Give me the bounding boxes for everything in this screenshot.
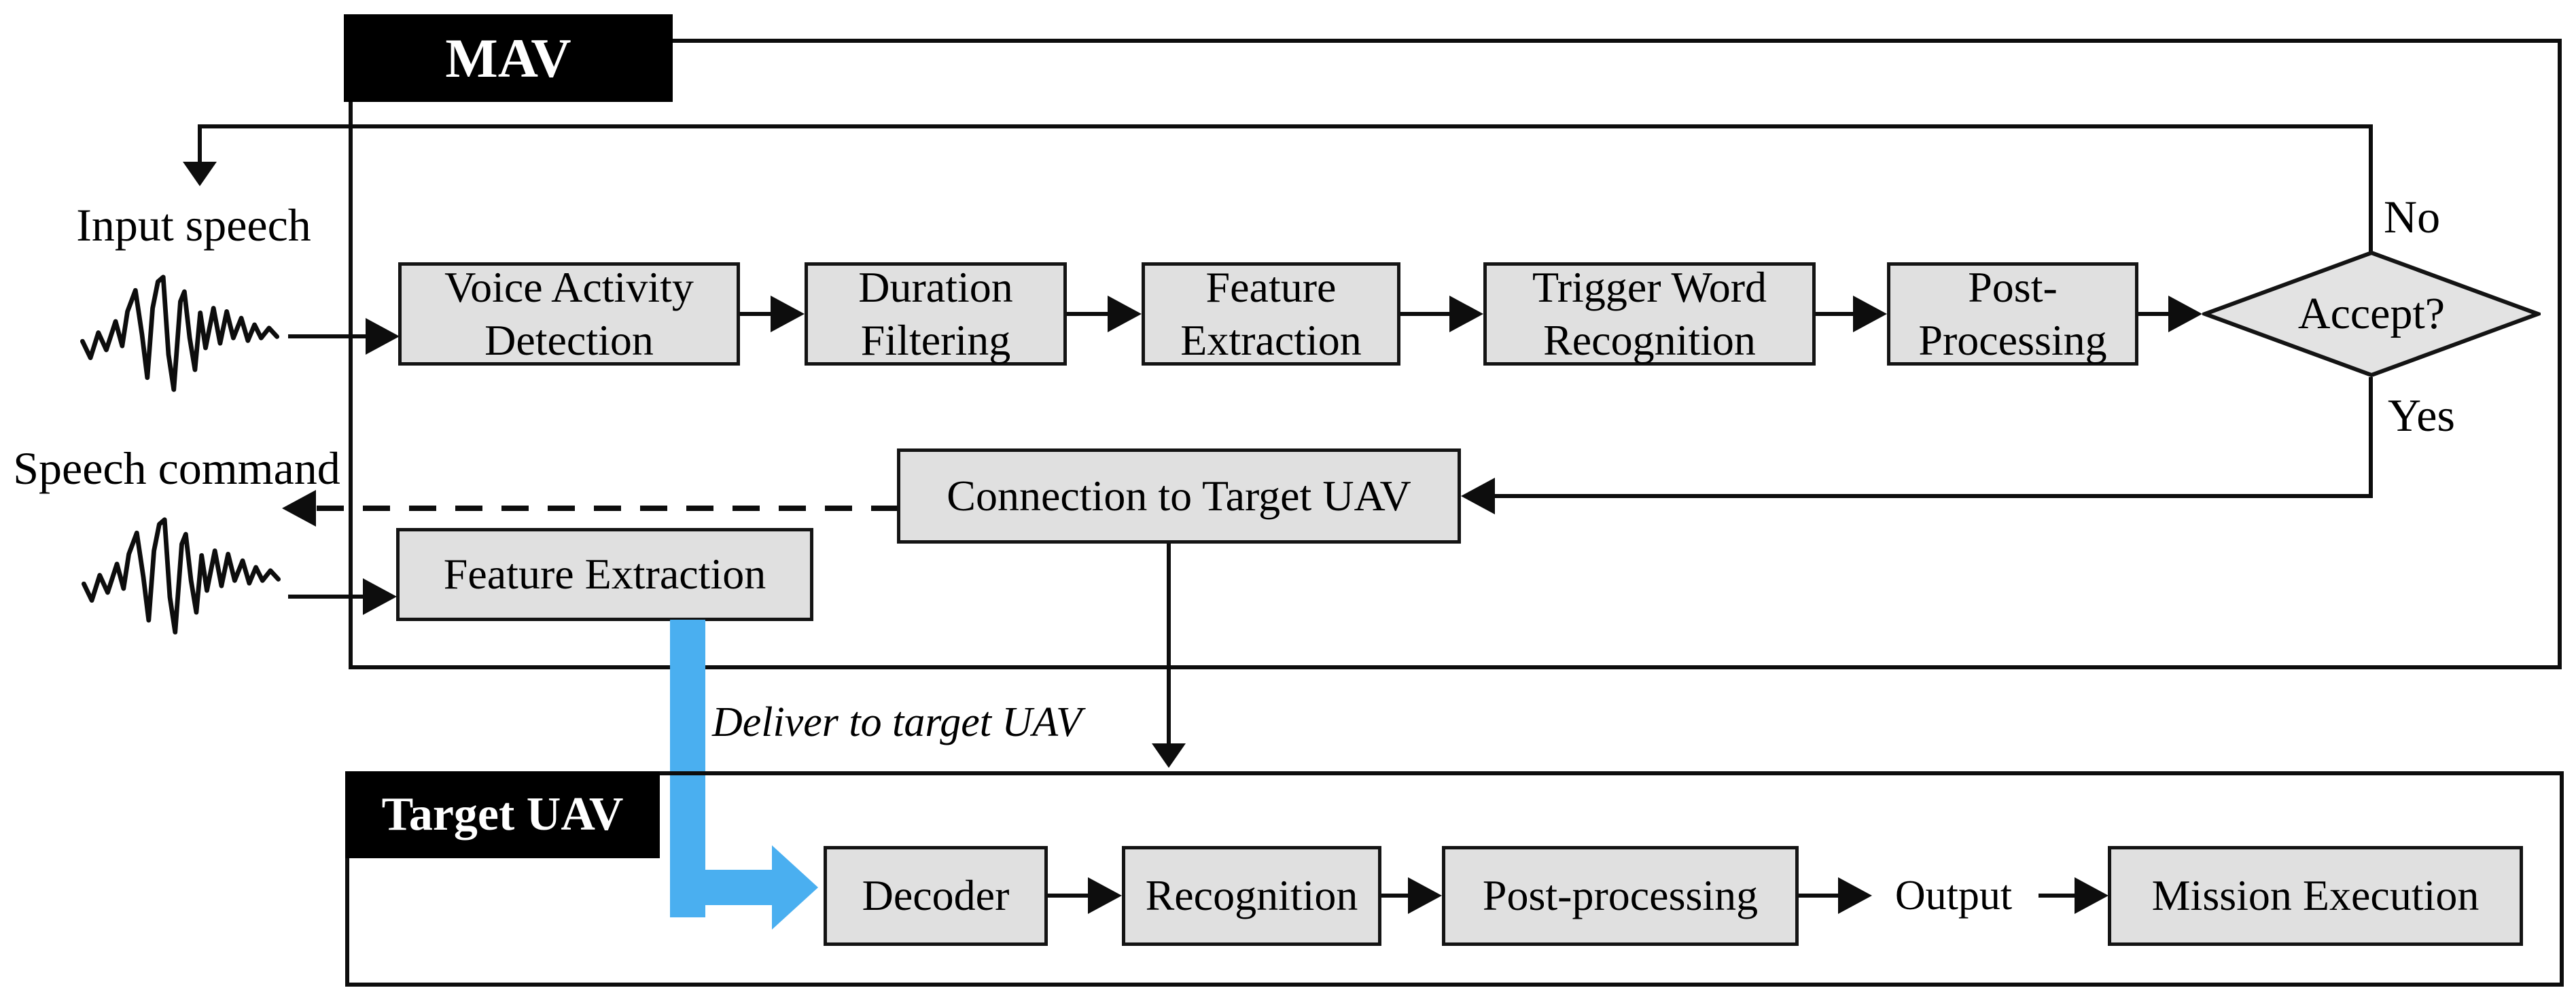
arrowhead-right-icon bbox=[366, 318, 400, 355]
recognition-text: Recognition bbox=[1145, 871, 1358, 920]
deliver-arrowhead-icon bbox=[772, 845, 818, 930]
fe-twr-line bbox=[1400, 312, 1451, 316]
yes-branch-label: Yes bbox=[2388, 390, 2455, 441]
decoder-text: Decoder bbox=[862, 871, 1010, 920]
connection-to-target-uav-text: Connection to Target UAV bbox=[947, 471, 1411, 520]
output-label-text: Output bbox=[1894, 872, 2013, 919]
arrowhead-right-icon bbox=[1088, 877, 1122, 914]
no-branch-text: No bbox=[2384, 191, 2441, 243]
arrowhead-right-icon bbox=[2168, 296, 2202, 332]
arrowhead-right-icon bbox=[1408, 877, 1442, 914]
decoder-box: Decoder bbox=[824, 846, 1048, 946]
duration-filtering-text: Duration Filtering bbox=[858, 262, 1013, 364]
speech-command-dashed-line bbox=[317, 506, 897, 511]
trigger-word-recognition-box: Trigger Word Recognition bbox=[1483, 262, 1816, 366]
no-feedback-drop-line bbox=[198, 124, 202, 162]
deliver-note-label: Deliver to target UAV bbox=[712, 699, 1082, 747]
voice-activity-detection-box: Voice Activity Detection bbox=[398, 262, 740, 366]
trigger-word-recognition-text: Trigger Word Recognition bbox=[1532, 262, 1767, 364]
recognition-box: Recognition bbox=[1122, 846, 1381, 946]
deliver-arrow-vertical bbox=[670, 620, 705, 917]
no-branch-label: No bbox=[2384, 192, 2440, 243]
input-speech-label: Input speech bbox=[51, 200, 336, 251]
arrowhead-down-icon bbox=[1152, 743, 1186, 768]
speech-command-waveform-icon bbox=[82, 517, 281, 635]
post-processing-2-text: Post-processing bbox=[1482, 871, 1759, 920]
deliver-arrow-horizontal bbox=[670, 870, 772, 905]
input-speech-label-text: Input speech bbox=[76, 199, 311, 251]
pp-accept-line bbox=[2138, 312, 2170, 316]
speech-command-label: Speech command bbox=[10, 443, 343, 494]
twr-pp-line bbox=[1816, 312, 1854, 316]
accept-decision-diamond bbox=[2202, 251, 2541, 377]
target-uav-group-frame bbox=[345, 771, 2564, 987]
arrowhead-left-icon bbox=[1461, 478, 1495, 514]
deliver-note-text: Deliver to target UAV bbox=[712, 699, 1082, 745]
yes-branch-text: Yes bbox=[2388, 389, 2455, 441]
arrowhead-right-icon bbox=[771, 296, 805, 332]
vad-df-line bbox=[740, 312, 772, 316]
arrowhead-right-icon bbox=[2075, 877, 2109, 914]
post-processing-text: Post-Processing bbox=[1918, 262, 2107, 364]
target-uav-group-label-text: Target UAV bbox=[381, 788, 624, 841]
arrowhead-down-icon bbox=[183, 162, 217, 186]
decoder-recognition-line bbox=[1048, 894, 1089, 898]
feature-extraction-2-box: Feature Extraction bbox=[396, 528, 813, 621]
arrowhead-left-icon bbox=[282, 490, 316, 527]
df-fe-line bbox=[1067, 312, 1109, 316]
mission-execution-text: Mission Execution bbox=[2151, 871, 2480, 920]
arrowhead-right-icon bbox=[1108, 296, 1142, 332]
mav-group-label-text: MAV bbox=[445, 27, 571, 89]
recognition-pp-line bbox=[1381, 894, 1409, 898]
accept-decision-text: Accept? bbox=[2297, 288, 2446, 338]
connection-down-line bbox=[1167, 544, 1171, 745]
yes-branch-line bbox=[2369, 377, 2373, 498]
no-branch-line bbox=[2369, 124, 2373, 252]
arrowhead-right-icon bbox=[1853, 296, 1887, 332]
arrowhead-right-icon bbox=[1449, 296, 1483, 332]
input-arrow-line bbox=[288, 334, 368, 338]
output-mission-line bbox=[2039, 894, 2076, 898]
post-processing-box: Post-Processing bbox=[1887, 262, 2138, 366]
output-label: Output bbox=[1875, 872, 2032, 919]
no-feedback-line bbox=[198, 124, 2373, 128]
mav-group-label: MAV bbox=[344, 14, 673, 102]
feature-extraction-2-text: Feature Extraction bbox=[443, 550, 766, 599]
feature-extraction-box: Feature Extraction bbox=[1142, 262, 1400, 366]
mission-execution-box: Mission Execution bbox=[2108, 846, 2523, 946]
arrowhead-right-icon bbox=[1838, 877, 1872, 914]
speech-command-arrow-line bbox=[288, 595, 364, 599]
voice-activity-detection-text: Voice Activity Detection bbox=[444, 262, 694, 364]
post-processing-2-box: Post-processing bbox=[1442, 846, 1799, 946]
connection-to-target-uav-box: Connection to Target UAV bbox=[897, 448, 1461, 544]
input-speech-waveform-icon bbox=[80, 275, 280, 392]
yes-horizontal-line bbox=[1494, 494, 2373, 498]
mav-group-frame bbox=[349, 39, 2562, 669]
target-uav-group-label: Target UAV bbox=[345, 771, 660, 858]
accept-decision-label: Accept? bbox=[2202, 251, 2541, 377]
arrowhead-right-icon bbox=[363, 578, 397, 615]
duration-filtering-box: Duration Filtering bbox=[805, 262, 1067, 366]
feature-extraction-text: Feature Extraction bbox=[1180, 262, 1362, 364]
pp-output-line bbox=[1799, 894, 1839, 898]
speech-command-label-text: Speech command bbox=[13, 442, 340, 494]
